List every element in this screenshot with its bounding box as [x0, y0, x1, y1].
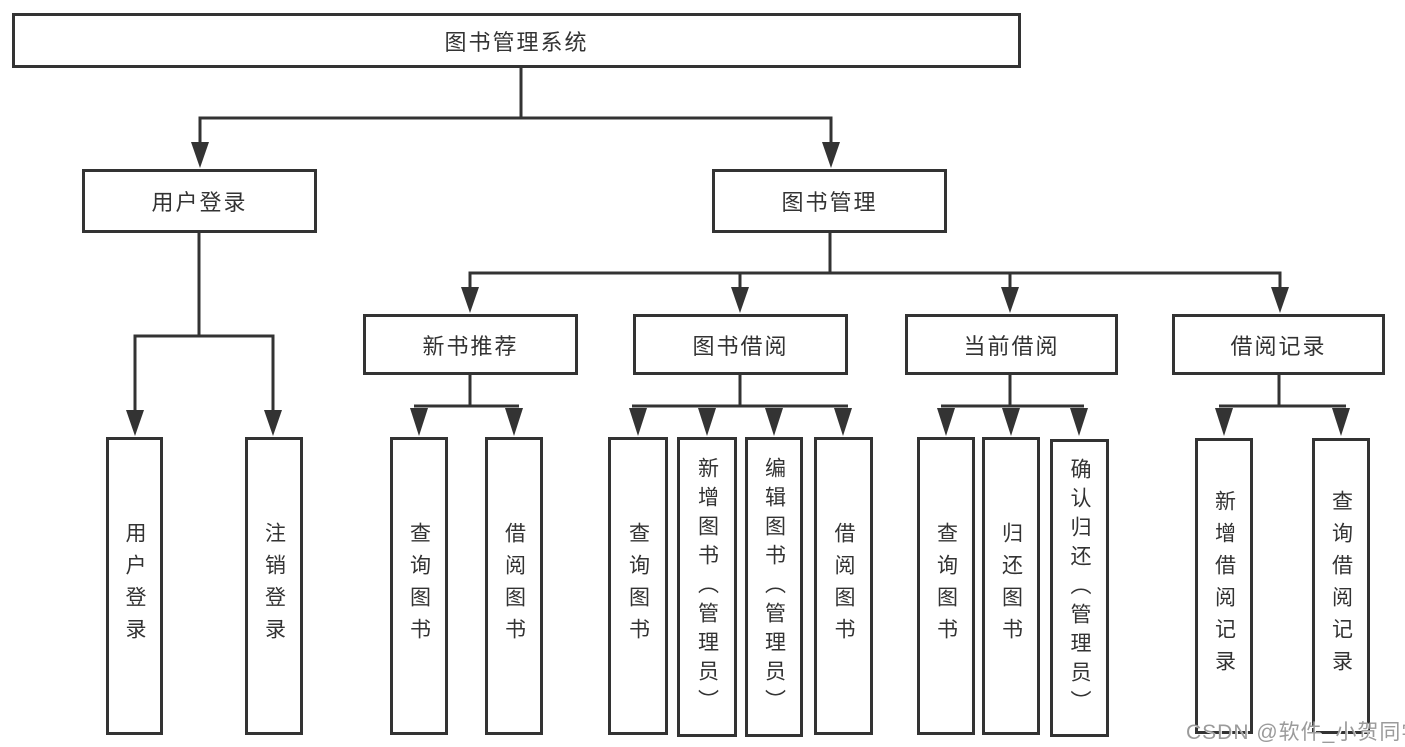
- node-label: 注销登录: [262, 522, 286, 650]
- connector-root-to-level2: [198, 68, 833, 146]
- node-label: 归还图书: [999, 522, 1023, 650]
- node-label: 新增借阅记录: [1212, 490, 1236, 682]
- node-current-borrowing: 当前借阅: [905, 314, 1118, 375]
- connector-bookmgmt-to-level3: [468, 233, 1282, 291]
- leaf-bb-edit-books-admin: 编辑图书（管理员）: [745, 437, 803, 737]
- node-label: 查询图书: [407, 522, 431, 650]
- node-label: 用户登录: [151, 190, 248, 215]
- leaf-nbr-borrow-books: 借阅图书: [485, 437, 543, 735]
- node-new-book-recommend: 新书推荐: [363, 314, 578, 375]
- arrowheads-bookborrow-children: [629, 408, 852, 436]
- node-label: 查询图书: [934, 522, 958, 650]
- arrowheads-currentborrow-children: [937, 408, 1088, 436]
- leaf-br-query-record: 查询借阅记录: [1312, 438, 1370, 734]
- node-label: 新书推荐: [422, 333, 519, 359]
- arrowheads-newbookrec-children: [410, 408, 523, 436]
- node-label: 图书管理: [781, 190, 878, 215]
- arrowheads-level3: [461, 287, 1289, 313]
- node-book-borrowing: 图书借阅: [633, 314, 848, 375]
- connector-newbookrec-children: [414, 375, 519, 408]
- node-label: 编辑图书（管理员）: [762, 456, 786, 718]
- node-borrowing-records: 借阅记录: [1172, 314, 1385, 375]
- node-label: 借阅图书: [502, 522, 526, 650]
- node-label: 图书管理系统: [444, 29, 589, 55]
- leaf-nbr-query-books: 查询图书: [390, 437, 448, 735]
- node-label: 用户登录: [123, 522, 146, 650]
- connector-currentborrow-children: [941, 375, 1084, 408]
- leaf-bb-borrow-books: 借阅图书: [814, 437, 873, 735]
- leaf-cb-query-books: 查询图书: [917, 437, 975, 735]
- node-label: 新增图书（管理员）: [695, 456, 719, 718]
- leaf-bb-add-books-admin: 新增图书（管理员）: [677, 437, 737, 737]
- node-label: 借阅记录: [1230, 333, 1327, 359]
- node-root-library-system: 图书管理系统: [12, 13, 1021, 68]
- leaf-bb-query-books: 查询图书: [608, 437, 668, 735]
- node-user-login: 用户登录: [82, 169, 317, 233]
- arrowheads-userlogin-children: [126, 410, 282, 436]
- connector-borrowrecords-children: [1219, 375, 1346, 408]
- arrowheads-level2: [191, 142, 840, 168]
- connector-bookborrow-children: [632, 375, 848, 408]
- node-label: 查询借阅记录: [1329, 490, 1353, 682]
- node-label: 图书借阅: [692, 333, 789, 359]
- leaf-user-login: 用户登录: [106, 437, 163, 735]
- node-label: 查询图书: [626, 522, 650, 650]
- leaf-logout: 注销登录: [245, 437, 303, 735]
- connector-userlogin-children: [133, 233, 275, 414]
- node-label: 确认归还（管理员）: [1068, 457, 1091, 719]
- leaf-cb-return-books: 归还图书: [982, 437, 1040, 735]
- leaf-br-add-record: 新增借阅记录: [1195, 438, 1253, 734]
- leaf-cb-confirm-return-admin: 确认归还（管理员）: [1050, 439, 1109, 737]
- node-label: 借阅图书: [832, 522, 855, 650]
- csdn-watermark: CSDN @软件_小贺同学: [1186, 721, 1405, 744]
- node-book-management: 图书管理: [712, 169, 947, 233]
- node-label: 当前借阅: [963, 333, 1060, 359]
- arrowheads-borrowrecords-children: [1215, 408, 1350, 436]
